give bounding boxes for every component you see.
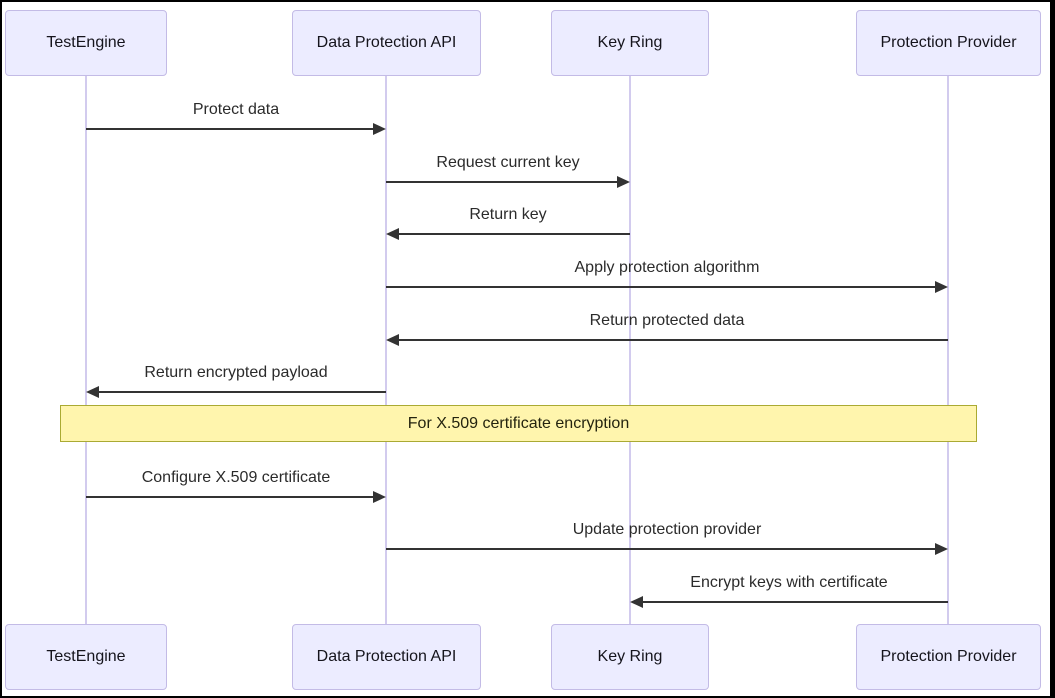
message-arrow-line [399, 339, 948, 341]
message-label: Request current key [436, 154, 580, 171]
message-label: Update protection provider [572, 521, 762, 538]
lifeline-data-protection-api [385, 76, 387, 626]
lifeline-testengine [85, 76, 87, 626]
message-label: Return key [469, 206, 547, 223]
message-label: Apply protection algorithm [574, 259, 760, 276]
message-label: Return protected data [589, 312, 745, 329]
arrowhead-right-icon [373, 491, 386, 503]
message-label: Protect data [192, 101, 280, 118]
arrowhead-right-icon [935, 543, 948, 555]
message-label: Configure X.509 certificate [141, 469, 331, 486]
message-arrow-line [643, 601, 948, 603]
arrowhead-left-icon [386, 334, 399, 346]
actor-testengine-top: TestEngine [5, 10, 167, 76]
arrowhead-right-icon [617, 176, 630, 188]
message-label: Return encrypted payload [144, 364, 328, 381]
message-arrow-line [386, 181, 617, 183]
actor-data-protection-api-top: Data Protection API [292, 10, 481, 76]
arrowhead-left-icon [386, 228, 399, 240]
note-banner: For X.509 certificate encryption [60, 405, 977, 442]
arrowhead-left-icon [630, 596, 643, 608]
message-arrow-line [86, 496, 373, 498]
actor-protection-provider-bottom: Protection Provider [856, 624, 1041, 690]
actor-protection-provider-top: Protection Provider [856, 10, 1041, 76]
message-arrow-line [99, 391, 386, 393]
lifeline-key-ring [629, 76, 631, 626]
lifeline-protection-provider [947, 76, 949, 626]
arrowhead-right-icon [935, 281, 948, 293]
actor-data-protection-api-bottom: Data Protection API [292, 624, 481, 690]
actor-key-ring-top: Key Ring [551, 10, 709, 76]
arrowhead-right-icon [373, 123, 386, 135]
arrowhead-left-icon [86, 386, 99, 398]
actor-testengine-bottom: TestEngine [5, 624, 167, 690]
message-arrow-line [386, 286, 935, 288]
message-arrow-line [86, 128, 373, 130]
message-arrow-line [386, 548, 935, 550]
actor-key-ring-bottom: Key Ring [551, 624, 709, 690]
message-arrow-line [399, 233, 630, 235]
message-label: Encrypt keys with certificate [690, 574, 888, 591]
